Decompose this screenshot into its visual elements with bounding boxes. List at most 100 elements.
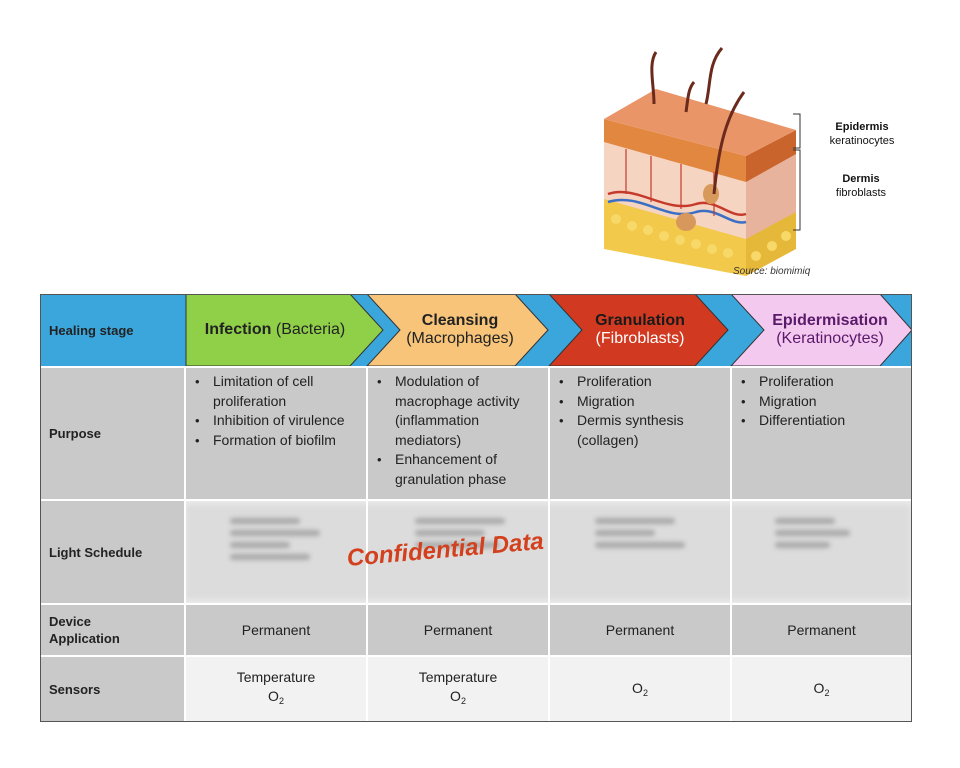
- oxygen-subscript: 2: [824, 688, 830, 698]
- device-granulation: Permanent: [549, 604, 731, 656]
- sensor-oxygen: O2: [450, 687, 466, 711]
- blur-line: [595, 530, 655, 536]
- blur-line: [775, 530, 850, 536]
- device-infection: Permanent: [185, 604, 367, 656]
- dermis-label: Dermis fibroblasts: [826, 172, 896, 200]
- purpose-infection: Limitation of cell proliferation Inhibit…: [185, 366, 367, 500]
- row-purpose-header: Purpose: [40, 366, 185, 500]
- oxygen-symbol: O: [268, 687, 279, 704]
- purpose-item: Proliferation: [731, 372, 912, 392]
- blur-line: [230, 518, 300, 524]
- sensors-epidermisation: O2: [731, 656, 912, 722]
- row-sensors-header: Sensors: [40, 656, 185, 722]
- blur-line: [415, 530, 485, 536]
- grid-line: [40, 366, 912, 368]
- device-value: Permanent: [241, 622, 311, 638]
- stage-epidermisation: Epidermisation (Keratinocytes): [755, 294, 905, 366]
- purpose-item: Proliferation: [549, 372, 731, 392]
- stage-infection: Infection (Bacteria): [190, 294, 360, 366]
- purpose-item: Migration: [731, 392, 912, 412]
- purpose-item: Enhancement of granulation phase: [367, 450, 549, 489]
- epidermis-cells: keratinocytes: [829, 135, 895, 147]
- oxygen-symbol: O: [450, 687, 461, 704]
- infection-stage-arrow: [185, 294, 384, 366]
- epidermis-title: Epidermis: [835, 121, 889, 133]
- device-label-line2: Application: [49, 631, 120, 646]
- dermis-cells: fibroblasts: [835, 187, 887, 199]
- granulation-stage-arrow: [548, 294, 729, 366]
- oxygen-subscript: 2: [642, 688, 648, 698]
- healing-stage-label: Healing stage: [49, 322, 134, 338]
- purpose-item: Modulation of macrophage activity (infla…: [367, 372, 549, 450]
- stage-granulation-title: Granulation: [595, 312, 685, 329]
- sensors-cleansing: Temperature O2: [367, 656, 549, 722]
- sensor-oxygen: O2: [814, 680, 830, 698]
- device-value: Permanent: [423, 622, 493, 638]
- header-label: Healing stage: [40, 294, 185, 366]
- stage-header-row: [40, 294, 912, 366]
- grid-line: [184, 366, 186, 722]
- light-schedule-label: Light Schedule: [49, 544, 143, 560]
- device-cleansing: Permanent: [367, 604, 549, 656]
- sensor-temperature: Temperature: [236, 668, 316, 685]
- row-device-header: Device Application: [40, 604, 185, 656]
- blur-line: [415, 542, 500, 548]
- purpose-granulation: Proliferation Migration Dermis synthesis…: [549, 366, 731, 500]
- stage-cleansing-sub: (Macrophages): [406, 330, 514, 347]
- grid-line: [40, 603, 912, 605]
- cleansing-stage-arrow: [366, 294, 549, 366]
- blur-line: [595, 518, 675, 524]
- purpose-label: Purpose: [49, 425, 102, 441]
- oxygen-subscript: 2: [278, 695, 284, 706]
- image-source: Source: biomimiq: [733, 266, 811, 277]
- blur-line: [775, 518, 835, 524]
- sensors-label: Sensors: [49, 681, 101, 697]
- epidermis-label: Epidermis keratinocytes: [822, 120, 902, 148]
- oxygen-symbol: O: [632, 680, 643, 696]
- stage-granulation-sub: (Fibroblasts): [595, 330, 685, 347]
- table-border: [40, 294, 912, 722]
- blur-line: [775, 542, 830, 548]
- healing-stage-table: Healing stage Infection (Bacteria) Clean…: [40, 294, 912, 722]
- blur-line: [595, 542, 685, 548]
- device-value: Permanent: [787, 622, 856, 638]
- purpose-epidermisation: Proliferation Migration Differentiation: [731, 366, 912, 500]
- sensor-temperature: Temperature: [418, 668, 498, 685]
- oxygen-subscript: 2: [460, 695, 466, 706]
- grid-line: [40, 655, 912, 657]
- grid-line: [548, 366, 550, 722]
- blur-line: [230, 542, 290, 548]
- epidermisation-stage-arrow: [730, 294, 912, 366]
- device-value: Permanent: [605, 622, 675, 638]
- purpose-item: Formation of biofilm: [185, 431, 367, 451]
- purpose-item: Differentiation: [731, 411, 912, 431]
- blur-line: [230, 530, 320, 536]
- stage-cleansing: Cleansing (Macrophages): [385, 294, 535, 366]
- dermis-title: Dermis: [842, 173, 880, 185]
- sensor-oxygen: O2: [632, 680, 648, 698]
- purpose-item: Dermis synthesis (collagen): [549, 411, 731, 450]
- stage-epidermisation-sub: (Keratinocytes): [776, 330, 884, 347]
- blur-line: [230, 554, 310, 560]
- device-label-line1: Device: [49, 614, 91, 629]
- stage-infection-title: Infection: [204, 321, 272, 338]
- layer-brackets: [793, 113, 801, 231]
- purpose-item: Migration: [549, 392, 731, 412]
- stage-infection-sub: (Bacteria): [275, 321, 346, 338]
- skin-layers-illustration: [604, 47, 796, 276]
- stage-cleansing-title: Cleansing: [421, 312, 499, 329]
- grid-line: [40, 499, 912, 501]
- row-light-header: Light Schedule: [40, 500, 185, 604]
- blur-line: [415, 518, 505, 524]
- sensors-infection: Temperature O2: [185, 656, 367, 722]
- grid-line: [366, 366, 368, 722]
- stage-epidermisation-title: Epidermisation: [772, 312, 888, 329]
- purpose-cleansing: Modulation of macrophage activity (infla…: [367, 366, 549, 500]
- purpose-item: Limitation of cell proliferation: [185, 372, 367, 411]
- oxygen-symbol: O: [813, 680, 825, 696]
- sensors-granulation: O2: [549, 656, 731, 722]
- grid-line: [730, 366, 732, 722]
- stage-granulation: Granulation (Fibroblasts): [560, 294, 720, 366]
- device-epidermisation: Permanent: [731, 604, 912, 656]
- purpose-item: Inhibition of virulence: [185, 411, 367, 431]
